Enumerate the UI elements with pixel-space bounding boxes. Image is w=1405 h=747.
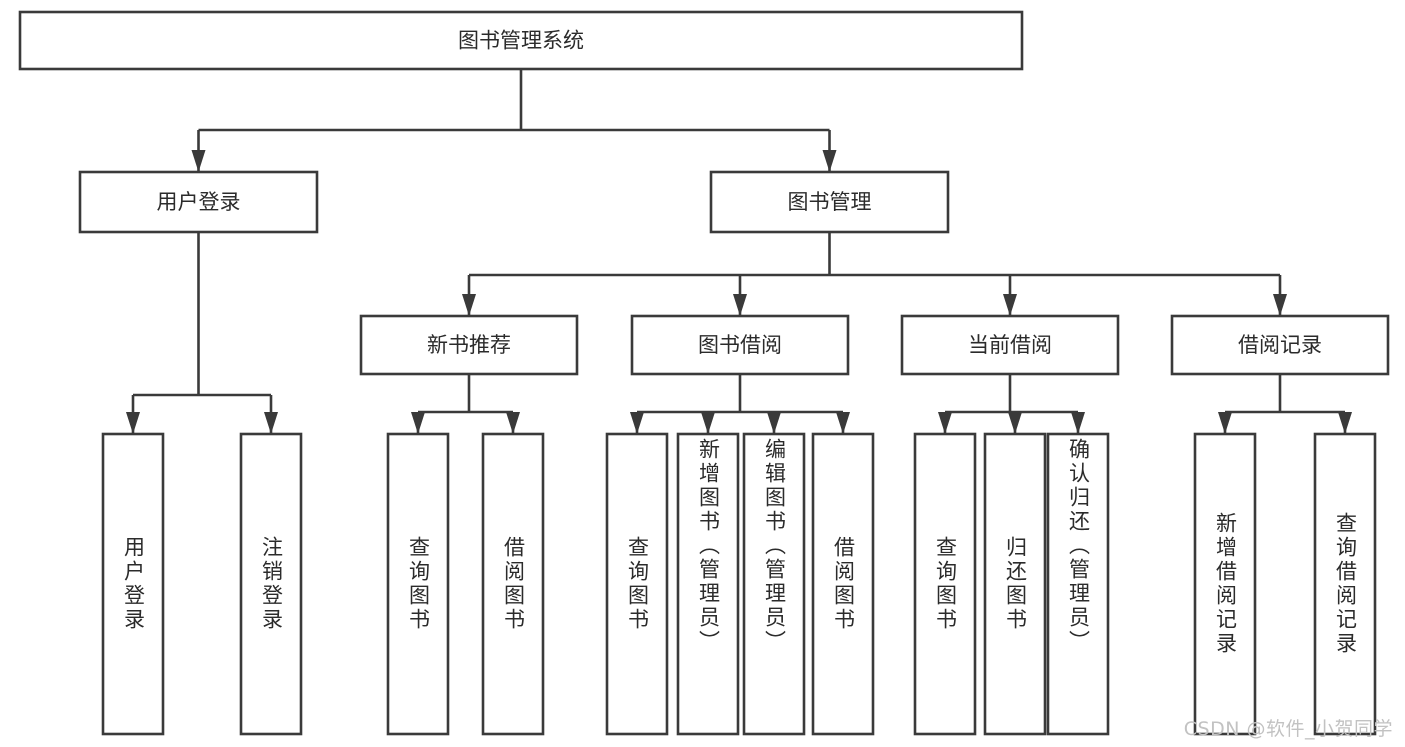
node-l1-0[interactable] xyxy=(78,170,319,234)
leaf-借阅记录-arrow-1 xyxy=(1338,412,1352,434)
node-leaf-12[interactable] xyxy=(1313,432,1377,736)
node-leaf-9[interactable] xyxy=(983,432,1047,736)
leaf-当前借阅-arrow-2 xyxy=(1071,412,1085,434)
node-l2-0[interactable] xyxy=(359,314,579,376)
root-arrow-1 xyxy=(822,150,837,172)
node-l1-1[interactable] xyxy=(709,170,950,234)
books-arrow-2 xyxy=(1003,294,1017,316)
connector-layer xyxy=(126,69,1352,434)
leaf-图书借阅-arrow-1 xyxy=(701,412,715,434)
node-l2-label-3: 借阅记录 xyxy=(1238,333,1322,357)
leaf-新书推荐-arrow-1 xyxy=(506,412,520,434)
node-leaf-11[interactable] xyxy=(1193,432,1257,736)
leaf-当前借阅-arrow-0 xyxy=(938,412,952,434)
node-l2-label-0: 新书推荐 xyxy=(427,333,511,357)
node-l2-label-2: 当前借阅 xyxy=(968,333,1052,357)
node-l1-label-0: 用户登录 xyxy=(157,190,241,214)
node-leaf-3[interactable] xyxy=(481,432,545,736)
leaf-图书借阅-arrow-0 xyxy=(630,412,644,434)
leaf-图书借阅-arrow-2 xyxy=(767,412,781,434)
node-leaf-10[interactable] xyxy=(1046,432,1110,736)
node-leaf-4[interactable] xyxy=(605,432,669,736)
leaf-当前借阅-arrow-1 xyxy=(1008,412,1022,434)
node-l2-1[interactable] xyxy=(630,314,850,376)
node-l2-2[interactable] xyxy=(900,314,1120,376)
leaf-图书借阅-arrow-3 xyxy=(836,412,850,434)
books-arrow-1 xyxy=(733,294,747,316)
leaf-用户登录-arrow-1 xyxy=(264,412,278,434)
leaf-借阅记录-arrow-0 xyxy=(1218,412,1232,434)
node-box-layer xyxy=(18,10,1390,736)
node-leaf-8[interactable] xyxy=(913,432,977,736)
node-leaf-2[interactable] xyxy=(386,432,450,736)
node-l2-3[interactable] xyxy=(1170,314,1390,376)
node-leaf-5[interactable] xyxy=(676,432,740,736)
leaf-用户登录-arrow-0 xyxy=(126,412,140,434)
node-leaf-7[interactable] xyxy=(811,432,875,736)
node-leaf-0[interactable] xyxy=(101,432,165,736)
node-leaf-6[interactable] xyxy=(742,432,806,736)
node-root[interactable] xyxy=(18,10,1024,71)
books-arrow-3 xyxy=(1273,294,1287,316)
watermark: CSDN @软件_小贺同学 xyxy=(1183,718,1393,740)
root-arrow-0 xyxy=(191,150,206,172)
leaf-新书推荐-arrow-0 xyxy=(411,412,425,434)
books-arrow-0 xyxy=(462,294,476,316)
node-l2-label-1: 图书借阅 xyxy=(698,333,782,357)
node-leaf-1[interactable] xyxy=(239,432,303,736)
node-l1-label-1: 图书管理 xyxy=(788,190,872,214)
node-root-label: 图书管理系统 xyxy=(458,29,584,53)
